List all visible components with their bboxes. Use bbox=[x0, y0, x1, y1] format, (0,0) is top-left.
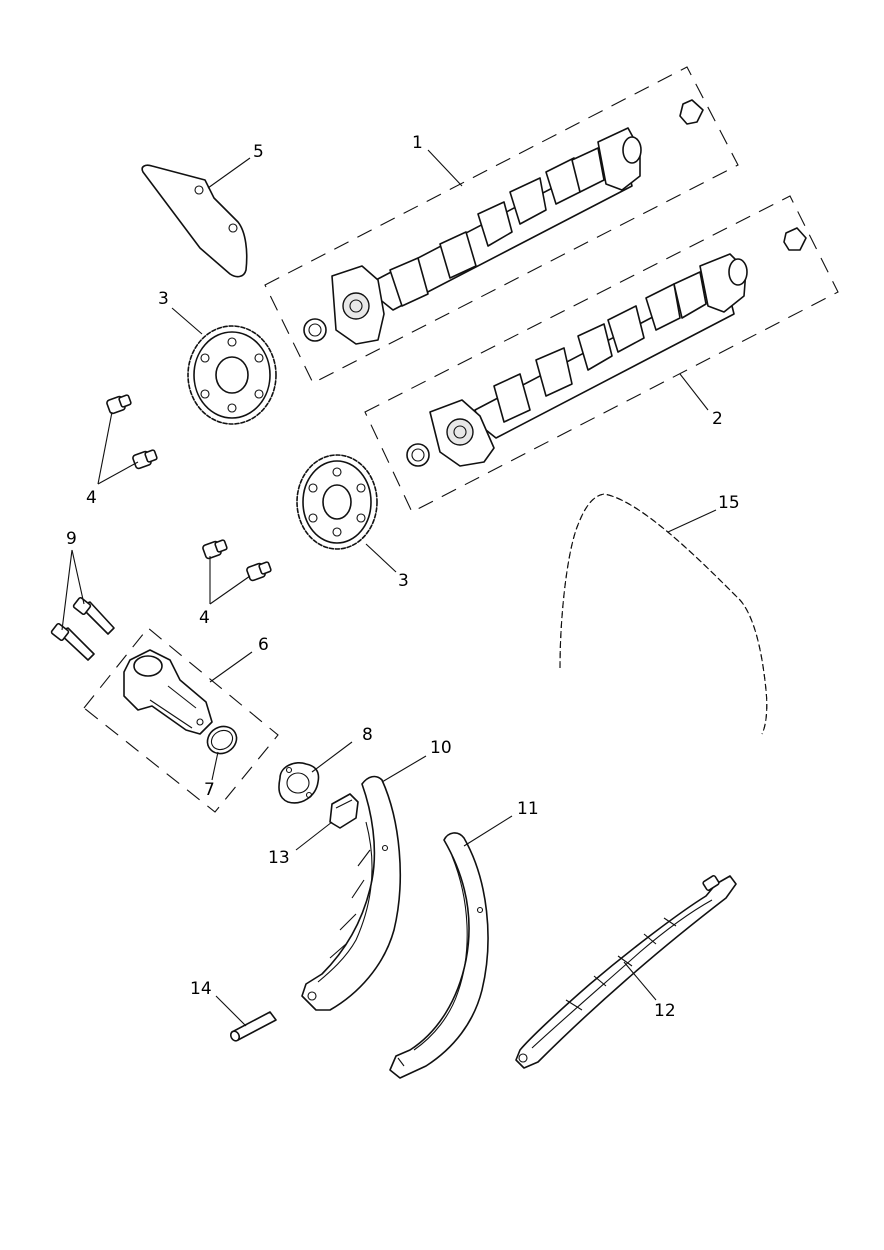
part-7-o-ring bbox=[206, 725, 238, 755]
callout-3-upper: 3 bbox=[158, 289, 169, 309]
callout-4-lower: 4 bbox=[199, 608, 210, 628]
part-14-pin bbox=[229, 1011, 277, 1042]
callout-1: 1 bbox=[412, 133, 423, 153]
group-box-camshaft-1 bbox=[264, 66, 739, 384]
callout-14: 14 bbox=[190, 979, 212, 999]
part-1-camshaft-upper bbox=[303, 99, 704, 345]
part-3-sprocket-lower bbox=[296, 454, 378, 550]
part-4-bolts-upper bbox=[106, 394, 158, 470]
part-6-tensioner bbox=[123, 649, 213, 735]
part-9-bolts bbox=[50, 596, 115, 661]
part-4-bolts-lower bbox=[202, 539, 272, 582]
part-15-timing-chain bbox=[559, 493, 768, 735]
part-3-sprocket-upper bbox=[187, 325, 277, 425]
part-5-bracket bbox=[141, 164, 248, 278]
part-8-gasket bbox=[278, 762, 320, 804]
callout-6: 6 bbox=[258, 635, 269, 655]
part-12-chain-guide bbox=[515, 875, 737, 1069]
callout-10: 10 bbox=[430, 738, 452, 758]
part-2-camshaft-lower bbox=[406, 227, 807, 467]
callout-7: 7 bbox=[204, 780, 215, 800]
callout-5: 5 bbox=[253, 142, 264, 162]
callout-4-upper: 4 bbox=[86, 488, 97, 508]
callout-11: 11 bbox=[517, 799, 539, 819]
callout-8: 8 bbox=[362, 725, 373, 745]
part-13-clip bbox=[329, 793, 359, 829]
callout-3-lower: 3 bbox=[398, 571, 409, 591]
part-11-guide bbox=[389, 832, 489, 1079]
callout-2: 2 bbox=[712, 409, 723, 429]
callout-13: 13 bbox=[268, 848, 290, 868]
callout-15: 15 bbox=[718, 493, 740, 513]
group-box-camshaft-2 bbox=[364, 195, 839, 513]
group-box-tensioner bbox=[83, 627, 279, 813]
callout-12: 12 bbox=[654, 1001, 676, 1021]
callout-9: 9 bbox=[66, 529, 77, 549]
leader-lines bbox=[61, 149, 717, 1027]
